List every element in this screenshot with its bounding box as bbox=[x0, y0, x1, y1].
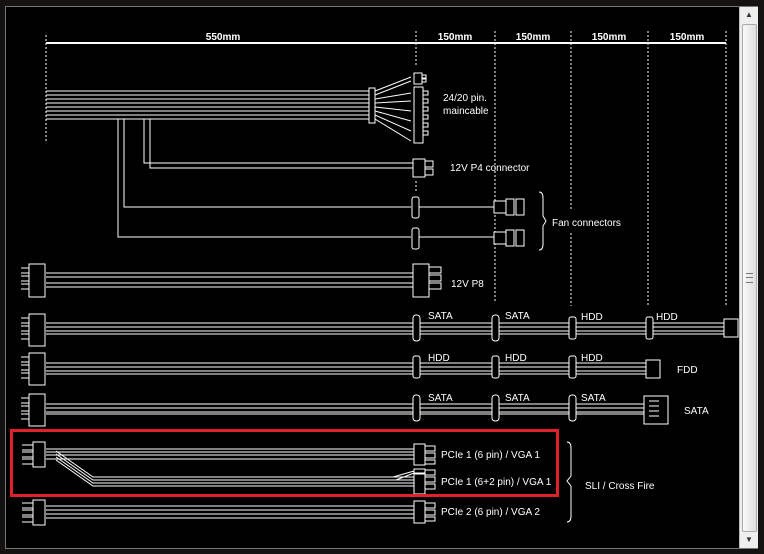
p8-label: 12V P8 bbox=[451, 279, 484, 290]
vertical-scrollbar[interactable]: ▲ ▼ bbox=[739, 7, 758, 548]
dimension-label: 150mm bbox=[516, 32, 551, 43]
connector-label: SATA bbox=[505, 393, 530, 404]
connector-label: SATA bbox=[581, 393, 606, 404]
sata-hdd-cable-1: SATA SATA HDD HDD bbox=[21, 311, 739, 347]
pcie2-label: PCIe 2 (6 pin) / VGA 2 bbox=[441, 507, 540, 518]
main-cable: 24/20 pin. maincable 12V P4 connector Fa… bbox=[46, 72, 621, 251]
sata-cable-2: SATA SATA SATA SATA bbox=[21, 393, 709, 427]
popup-window: 550mm 150mm 150mm 150mm 150mm 24/20 pin.… bbox=[5, 6, 758, 549]
fan-connectors-label: Fan connectors bbox=[552, 218, 621, 229]
scroll-thumb[interactable] bbox=[742, 24, 757, 532]
dimension-label: 150mm bbox=[592, 32, 627, 43]
maincable-label-2: maincable bbox=[443, 106, 489, 117]
scroll-up-button[interactable]: ▲ bbox=[745, 10, 753, 19]
dimension-label: 550mm bbox=[206, 32, 241, 43]
connector-label: SATA bbox=[505, 311, 530, 322]
psu-cable-diagram: 550mm 150mm 150mm 150mm 150mm 24/20 pin.… bbox=[21, 31, 739, 526]
sli-crossfire-label: SLI / Cross Fire bbox=[585, 481, 655, 492]
connector-label: FDD bbox=[677, 365, 698, 376]
pcie1-8pin-label: PCIe 1 (6+2 pin) / VGA 1 bbox=[441, 477, 552, 488]
dimension-ruler: 550mm 150mm 150mm 150mm 150mm bbox=[45, 31, 727, 306]
connector-label: HDD bbox=[581, 312, 603, 323]
dimension-label: 150mm bbox=[670, 32, 705, 43]
connector-label: SATA bbox=[428, 393, 453, 404]
hdd-fdd-cable: HDD HDD HDD FDD bbox=[21, 352, 698, 386]
brace-icon bbox=[566, 441, 572, 523]
connector-label: HDD bbox=[505, 353, 527, 364]
maincable-label-1: 24/20 pin. bbox=[443, 93, 487, 104]
connector-label: HDD bbox=[428, 353, 450, 364]
scroll-down-button[interactable]: ▼ bbox=[745, 535, 753, 544]
brace-icon bbox=[538, 191, 547, 251]
pcie-cables: PCIe 1 (6 pin) / VGA 1 PCIe 1 (6+2 pin) … bbox=[22, 441, 655, 526]
connector-label: SATA bbox=[684, 406, 709, 417]
connector-label: HDD bbox=[581, 353, 603, 364]
connector-label: SATA bbox=[428, 311, 453, 322]
connector-label: HDD bbox=[656, 312, 678, 323]
grip-icon bbox=[746, 273, 753, 283]
p4-connector-label: 12V P4 connector bbox=[450, 163, 530, 174]
highlight-box bbox=[10, 429, 559, 497]
dimension-label: 150mm bbox=[438, 32, 473, 43]
pcie1-label: PCIe 1 (6 pin) / VGA 1 bbox=[441, 450, 540, 461]
p8-cable: 12V P8 bbox=[21, 263, 484, 298]
